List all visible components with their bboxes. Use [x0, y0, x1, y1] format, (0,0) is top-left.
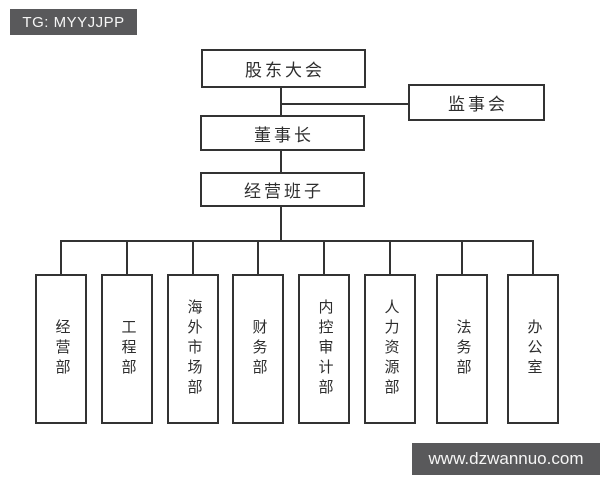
connector-drop-7	[461, 240, 463, 275]
dept-label: 工程部	[119, 319, 136, 379]
connector-department-bus	[60, 240, 534, 242]
connector-drop-3	[192, 240, 194, 275]
org-node-management-team: 经营班子	[200, 172, 365, 207]
dept-label: 海外市场部	[185, 299, 202, 399]
connector-shareholders-chairman	[280, 87, 282, 115]
org-node-dept-internal-audit: 内控审计部	[298, 274, 350, 424]
dept-label: 办公室	[525, 319, 542, 379]
dept-label: 经营部	[53, 319, 70, 379]
dept-label: 人力资源部	[382, 299, 399, 399]
connector-drop-8	[532, 240, 534, 275]
org-node-dept-human-resources: 人力资源部	[364, 274, 416, 424]
connector-chairman-management	[280, 150, 282, 173]
connector-to-supervisory	[281, 103, 408, 105]
connector-management-bus	[280, 206, 282, 241]
connector-drop-1	[60, 240, 62, 275]
org-node-dept-finance: 财务部	[232, 274, 284, 424]
org-node-supervisory-board: 监事会	[408, 84, 545, 121]
org-node-dept-engineering: 工程部	[101, 274, 153, 424]
telegram-watermark-badge: TG: MYYJJPP	[10, 9, 137, 35]
org-node-shareholders-meeting: 股东大会	[201, 49, 366, 88]
connector-drop-4	[257, 240, 259, 275]
org-node-dept-office: 办公室	[507, 274, 559, 424]
org-node-dept-legal: 法务部	[436, 274, 488, 424]
connector-drop-6	[389, 240, 391, 275]
connector-drop-5	[323, 240, 325, 275]
org-node-dept-business: 经营部	[35, 274, 87, 424]
dept-label: 法务部	[454, 319, 471, 379]
dept-label: 财务部	[250, 319, 267, 379]
org-node-chairman: 董事长	[200, 115, 365, 151]
connector-drop-2	[126, 240, 128, 275]
website-watermark-badge: www.dzwannuo.com	[412, 443, 600, 475]
dept-label: 内控审计部	[316, 299, 333, 399]
org-node-dept-overseas-market: 海外市场部	[167, 274, 219, 424]
